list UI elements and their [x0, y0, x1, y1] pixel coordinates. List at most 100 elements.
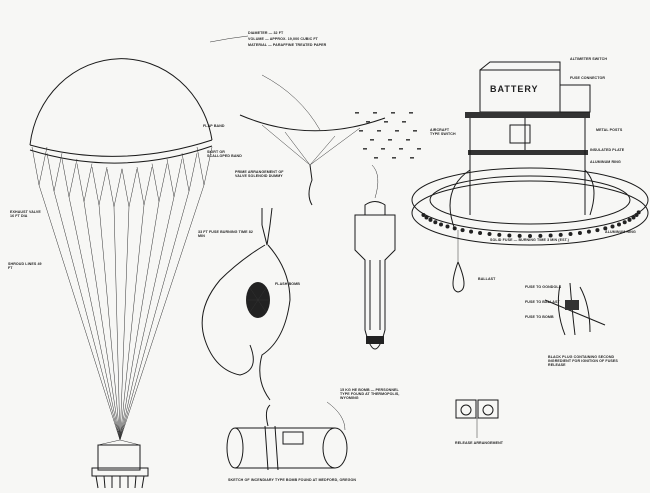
gondola-label-6: ALUMINUM RING — [590, 160, 621, 164]
shroud-line — [53, 191, 121, 441]
scallop — [136, 166, 153, 206]
valve-rigging — [239, 74, 386, 206]
spec-leader — [209, 35, 249, 43]
ring-hole — [497, 232, 502, 237]
label-scalloped-band: SKIRT OR SCALLOPED BAND — [207, 150, 242, 158]
dot — [366, 121, 370, 123]
dot — [395, 130, 399, 132]
label-flap-band: FLAP BAND — [203, 124, 225, 128]
scallop — [166, 158, 183, 197]
scallop — [91, 166, 108, 206]
gondola-basket — [91, 439, 149, 489]
dot — [384, 121, 388, 123]
dot — [413, 130, 417, 132]
ring-hole — [478, 230, 483, 235]
ring-hole — [445, 224, 450, 229]
ring-hole — [568, 232, 573, 237]
label-shroud-lines: SHROUD LINES 49 FT — [8, 262, 42, 270]
dot — [406, 139, 410, 141]
ignition-label-3: FUSE TO BOMB — [525, 315, 554, 319]
ring-hole — [616, 222, 621, 227]
label-solid-fuse: SOLID FUSE — BURNING TIME 3 MIN (EST.) — [490, 238, 569, 242]
dot — [391, 112, 395, 114]
ring-hole — [610, 224, 615, 229]
shroud-line — [113, 206, 121, 441]
ring-hole — [631, 215, 636, 220]
incendiary-cylinder — [226, 401, 348, 471]
ring-hole — [634, 212, 639, 217]
ring-hole — [595, 228, 600, 233]
label-incendiary: SKETCH OF INCENDIARY TYPE BOMB FOUND AT … — [228, 478, 357, 482]
spec-diameter: DIAMETER — 32 FT — [248, 31, 284, 35]
ring-hole — [603, 226, 608, 231]
ring-hole — [428, 217, 433, 222]
spec-volume: VOLUME — APPROX. 19,000 CUBIC FT — [248, 37, 318, 41]
gondola-label-7: ALUMINUM RING — [605, 230, 636, 234]
label-valve: EXHAUST VALVE 16 FT DIA — [10, 210, 41, 218]
dot — [359, 130, 363, 132]
shroud-line — [119, 196, 175, 441]
balloon-envelope — [29, 58, 213, 441]
dot — [363, 148, 367, 150]
ring-hole — [528, 234, 532, 238]
ballast-gondola — [411, 61, 649, 293]
dot — [399, 148, 403, 150]
ring-hole — [577, 230, 582, 235]
ring-hole — [548, 233, 553, 238]
gondola-label-1: ALTIMETER SWITCH — [570, 57, 608, 61]
ring-hole — [586, 229, 591, 234]
battery-label: BATTERY — [490, 84, 539, 94]
shroud-line — [83, 201, 121, 441]
ring-hole — [424, 215, 429, 220]
ignition-caption: BLACK PLUG CONTAINING SECOND INGREDIENT … — [548, 355, 618, 367]
dot — [370, 139, 374, 141]
scallop — [61, 158, 78, 197]
ring-hole — [507, 233, 512, 238]
ring-hole — [460, 228, 465, 233]
label-prime-arrangement: PRIME ARRANGEMENT OF VALVE SOLENOID DUMM… — [235, 170, 284, 178]
dot — [410, 157, 414, 159]
ignition-label-1: FUSE TO GONDOLA — [525, 285, 562, 289]
ring-hole — [421, 212, 426, 217]
shroud-line — [119, 184, 205, 441]
label-he-bomb: 15 KG HE BOMB — PERSONNEL TYPE FOUND AT … — [340, 388, 400, 400]
label-release: RELEASE ARRANGEMENT — [455, 441, 504, 445]
shroud-line — [68, 196, 121, 441]
dot — [355, 112, 359, 114]
gondola-label-2: FUSE CONNECTOR — [570, 76, 606, 80]
shroud-line — [119, 201, 160, 441]
dot — [402, 121, 406, 123]
ring-hole — [622, 220, 627, 225]
label-fuse: 33 FT FUSE BURNING TIME 82 MIN — [198, 230, 253, 238]
scallop — [151, 163, 168, 202]
gondola-label-4: METAL POSTS — [596, 128, 623, 132]
dot — [417, 148, 421, 150]
dot — [377, 130, 381, 132]
gondola-label-3: AIRCRAFT TYPE SWITCH — [430, 128, 456, 136]
he-bomb — [354, 164, 396, 350]
dot — [388, 139, 392, 141]
spec-material: MATERIAL — PARAFFINE TREATED PAPER — [248, 43, 327, 47]
label-ballast: BALLAST — [478, 277, 496, 281]
scallop — [106, 168, 123, 207]
label-flash-bomb: FLASH BOMB — [275, 282, 300, 286]
ring-hole — [439, 222, 444, 227]
ring-hole — [627, 217, 632, 222]
ignition-label-2: FUSE TO BALLAST — [525, 300, 560, 304]
dot — [392, 157, 396, 159]
ring-hole — [487, 232, 492, 237]
ring-hole — [469, 229, 474, 234]
shroud-line — [119, 191, 190, 441]
ignition-detail — [544, 282, 606, 336]
shroud-line — [119, 206, 130, 441]
scallop — [121, 168, 138, 207]
gondola-label-5: INSULATED PLATE — [590, 148, 625, 152]
shroud-line — [98, 204, 121, 441]
fuse-coil — [201, 207, 291, 401]
dots-pattern — [355, 112, 421, 159]
scallop — [181, 153, 198, 192]
ring-hole — [433, 220, 438, 225]
release-device — [455, 399, 499, 438]
